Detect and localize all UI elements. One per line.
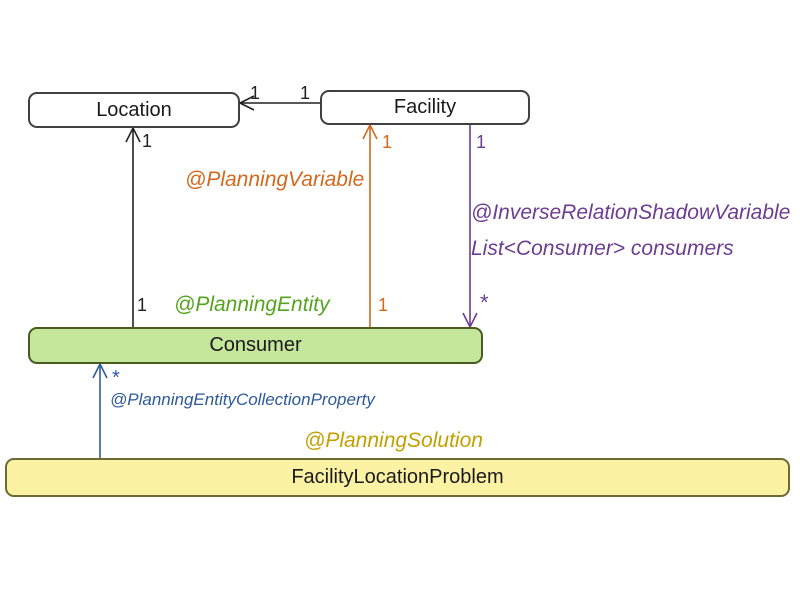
edge-facility-to-consumer [462, 125, 478, 329]
class-box-consumer[interactable]: Consumer [28, 327, 483, 364]
edge-consumer-to-facility [362, 123, 378, 327]
class-label-facility: Facility [393, 96, 457, 118]
class-box-facility-location-problem[interactable]: FacilityLocationProblem [5, 458, 790, 497]
annotation-planning-variable: @PlanningVariable [185, 168, 365, 191]
class-label-facility-location-problem: FacilityLocationProblem [291, 466, 504, 488]
multiplicity-facility-location-at-location: 1 [250, 83, 261, 103]
edge-problem-to-consumer [92, 362, 108, 458]
multiplicity-problem-consumer-at-consumer: * [112, 367, 120, 389]
multiplicity-consumer-location-at-location: 1 [142, 131, 153, 151]
multiplicity-consumer-facility-at-consumer: 1 [378, 295, 389, 315]
multiplicity-facility-location-at-facility: 1 [300, 83, 311, 103]
class-label-location: Location [96, 98, 172, 121]
annotation-list-consumer-consumers: List<Consumer> consumers [471, 237, 734, 260]
class-box-facility[interactable]: Facility [320, 90, 530, 125]
annotation-planning-entity-collection-property: @PlanningEntityCollectionProperty [110, 390, 375, 409]
multiplicity-consumer-facility-at-facility: 1 [382, 132, 393, 152]
annotation-planning-solution: @PlanningSolution [304, 429, 483, 452]
multiplicity-consumer-location-at-consumer: 1 [137, 295, 148, 315]
annotation-inverse-relation-shadow-variable: @InverseRelationShadowVariable [471, 201, 791, 224]
multiplicity-facility-consumer-at-consumer: * [480, 290, 489, 315]
class-label-consumer: Consumer [209, 334, 302, 356]
class-box-location[interactable]: Location [28, 92, 240, 128]
multiplicity-facility-consumer-at-facility: 1 [476, 132, 487, 152]
annotation-planning-entity: @PlanningEntity [174, 293, 330, 316]
